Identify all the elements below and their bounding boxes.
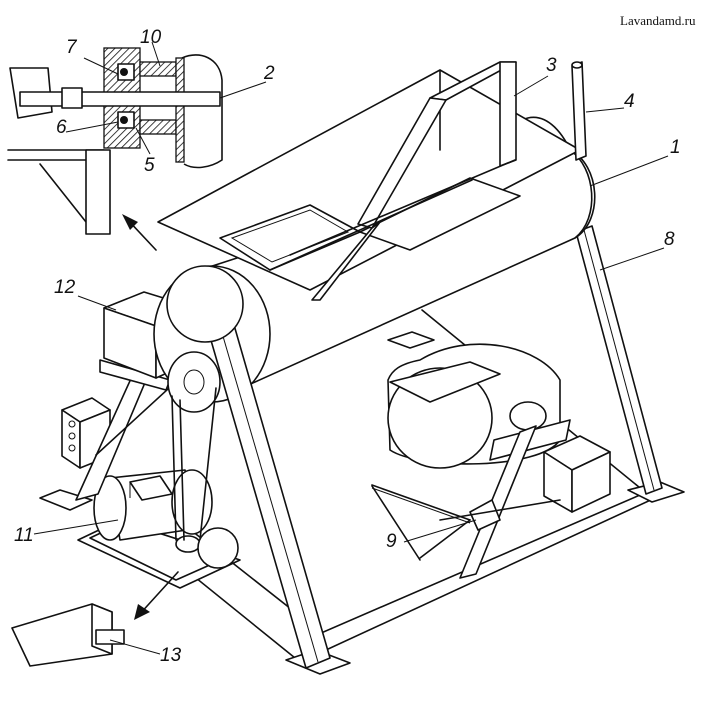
watermark-text: Lavandamd.ru <box>620 13 696 28</box>
callout-5: 5 <box>144 155 155 176</box>
drum-rear-view <box>371 343 611 579</box>
callout-7: 7 <box>66 37 77 58</box>
shaft-end-inset <box>11 571 179 667</box>
callout-11: 11 <box>14 525 34 546</box>
lever-rod <box>571 61 587 161</box>
callout-1: 1 <box>670 137 681 158</box>
base-plate-back <box>387 331 435 349</box>
bearing-section-inset <box>7 47 223 251</box>
callout-4: 4 <box>624 91 635 112</box>
callout-9: 9 <box>386 531 397 552</box>
stand-leg-right <box>575 225 663 495</box>
callout-8: 8 <box>664 229 675 250</box>
callout-leaders <box>33 41 669 655</box>
hopper-frame <box>269 61 517 301</box>
callout-6: 6 <box>56 117 67 138</box>
detail-marker <box>166 265 244 569</box>
driven-pulley <box>167 351 221 413</box>
callout-13: 13 <box>160 645 182 666</box>
callout-2: 2 <box>264 63 275 84</box>
motor-terminal-box <box>129 475 173 501</box>
base-plate-left <box>39 489 93 511</box>
callout-12: 12 <box>54 277 76 298</box>
callout-3: 3 <box>546 55 557 76</box>
callout-10: 10 <box>140 27 162 48</box>
